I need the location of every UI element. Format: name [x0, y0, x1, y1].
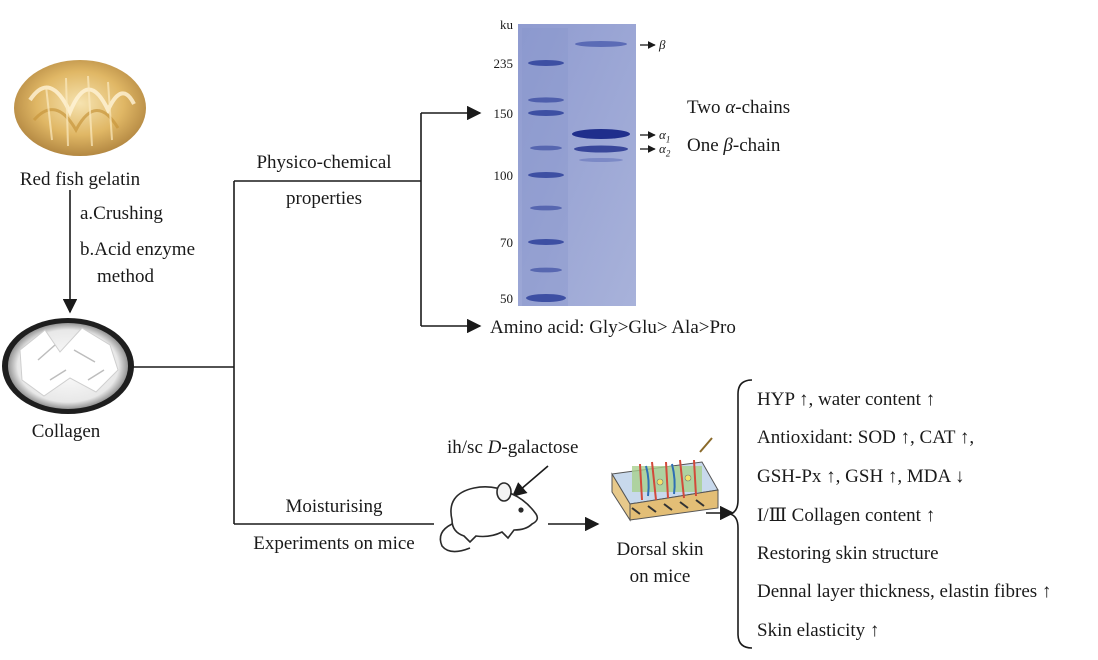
outcome-collagen-content: I/Ⅲ Collagen content ↑ — [757, 505, 936, 526]
gelatin-image — [14, 60, 146, 156]
skin-label-line1: Dorsal skin — [616, 539, 704, 560]
result-alpha-chains: Two α-chains — [687, 97, 791, 118]
outcome-skin-structure: Restoring skin structure — [757, 543, 939, 564]
skin-label-line2: on mice — [629, 566, 691, 587]
process-step-crushing: a.Crushing — [80, 203, 163, 224]
outcome-antioxidant: Antioxidant: SOD ↑, CAT ↑, — [757, 427, 975, 448]
sds-page-gel — [518, 24, 636, 306]
moist-branch-label-line1: Moisturising — [285, 496, 383, 517]
process-step-acid-enzyme: b.Acid enzyme — [80, 239, 196, 260]
physico-branch-label-line1: Physico-chemical — [256, 152, 392, 173]
outcomes-brace — [729, 379, 753, 649]
sample-lane — [572, 41, 630, 162]
ladder-tick-100: 100 — [493, 168, 514, 183]
amino-acid-label: Amino acid: Gly>Glu> Ala>Pro — [490, 317, 736, 338]
ladder-tick-235: 235 — [493, 56, 514, 71]
physico-branch-label-line2: properties — [286, 188, 362, 209]
outcome-dermal-elastin: Dennal layer thickness, elastin fibres ↑ — [757, 581, 1052, 602]
ladder-tick-50: 50 — [500, 291, 513, 306]
beta-band-marker: β — [659, 37, 666, 52]
alpha2-band-marker: α2 — [659, 141, 671, 159]
process-step-method: method — [97, 266, 154, 287]
collagen-image — [2, 318, 134, 414]
alpha1-band-marker: α1 — [659, 127, 671, 145]
outcome-hyp-water: HYP ↑, water content ↑ — [757, 389, 936, 410]
collagen-label: Collagen — [31, 421, 101, 442]
skin-section-illustration — [611, 437, 719, 522]
ladder-tick-70: 70 — [500, 235, 513, 250]
injection-arrow — [511, 465, 549, 497]
source-label: Red fish gelatin — [19, 169, 141, 190]
gel-unit-label: ku — [500, 17, 513, 32]
mouse-illustration — [439, 482, 539, 553]
moist-branch-label-line2: Experiments on mice — [253, 533, 415, 554]
outcome-skin-elasticity: Skin elasticity ↑ — [757, 620, 880, 641]
ladder-lane — [526, 60, 566, 302]
outcome-gsh-mda: GSH-Px ↑, GSH ↑, MDA ↓ — [757, 466, 965, 487]
result-beta-chain: One β-chain — [687, 135, 781, 156]
treatment-label: ih/sc D-galactose — [447, 437, 579, 458]
ladder-tick-150: 150 — [493, 106, 514, 121]
